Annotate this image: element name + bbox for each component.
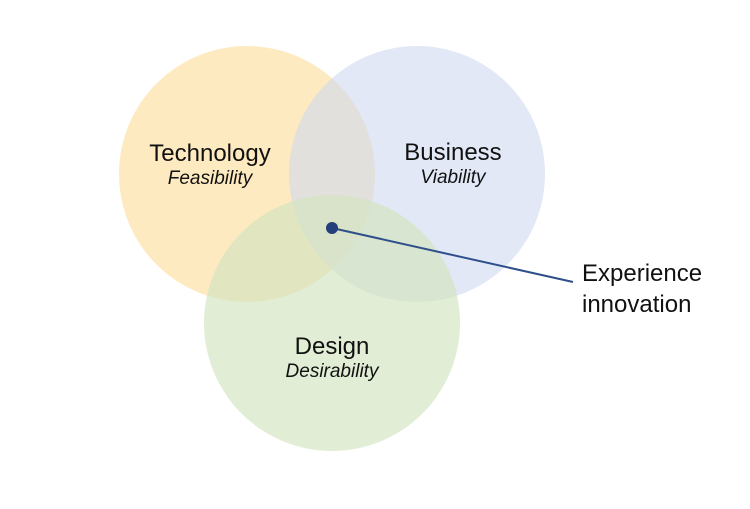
experience-innovation-callout: Experience innovation	[582, 258, 702, 320]
technology-label: Technology Feasibility	[140, 140, 280, 189]
design-circle	[204, 195, 460, 451]
design-label: Design Desirability	[262, 333, 402, 382]
callout-line-1: Experience	[582, 260, 703, 287]
technology-subtitle: Feasibility	[167, 167, 253, 189]
design-subtitle: Desirability	[285, 360, 379, 382]
business-title: Business	[404, 139, 502, 166]
business-subtitle: Viability	[420, 166, 486, 188]
business-label: Business Viability	[388, 139, 518, 188]
design-title: Design	[294, 333, 370, 360]
technology-title: Technology	[149, 140, 271, 167]
callout-line	[331, 227, 574, 283]
intersection-dot	[326, 222, 338, 234]
callout-line-2: innovation	[582, 291, 692, 319]
